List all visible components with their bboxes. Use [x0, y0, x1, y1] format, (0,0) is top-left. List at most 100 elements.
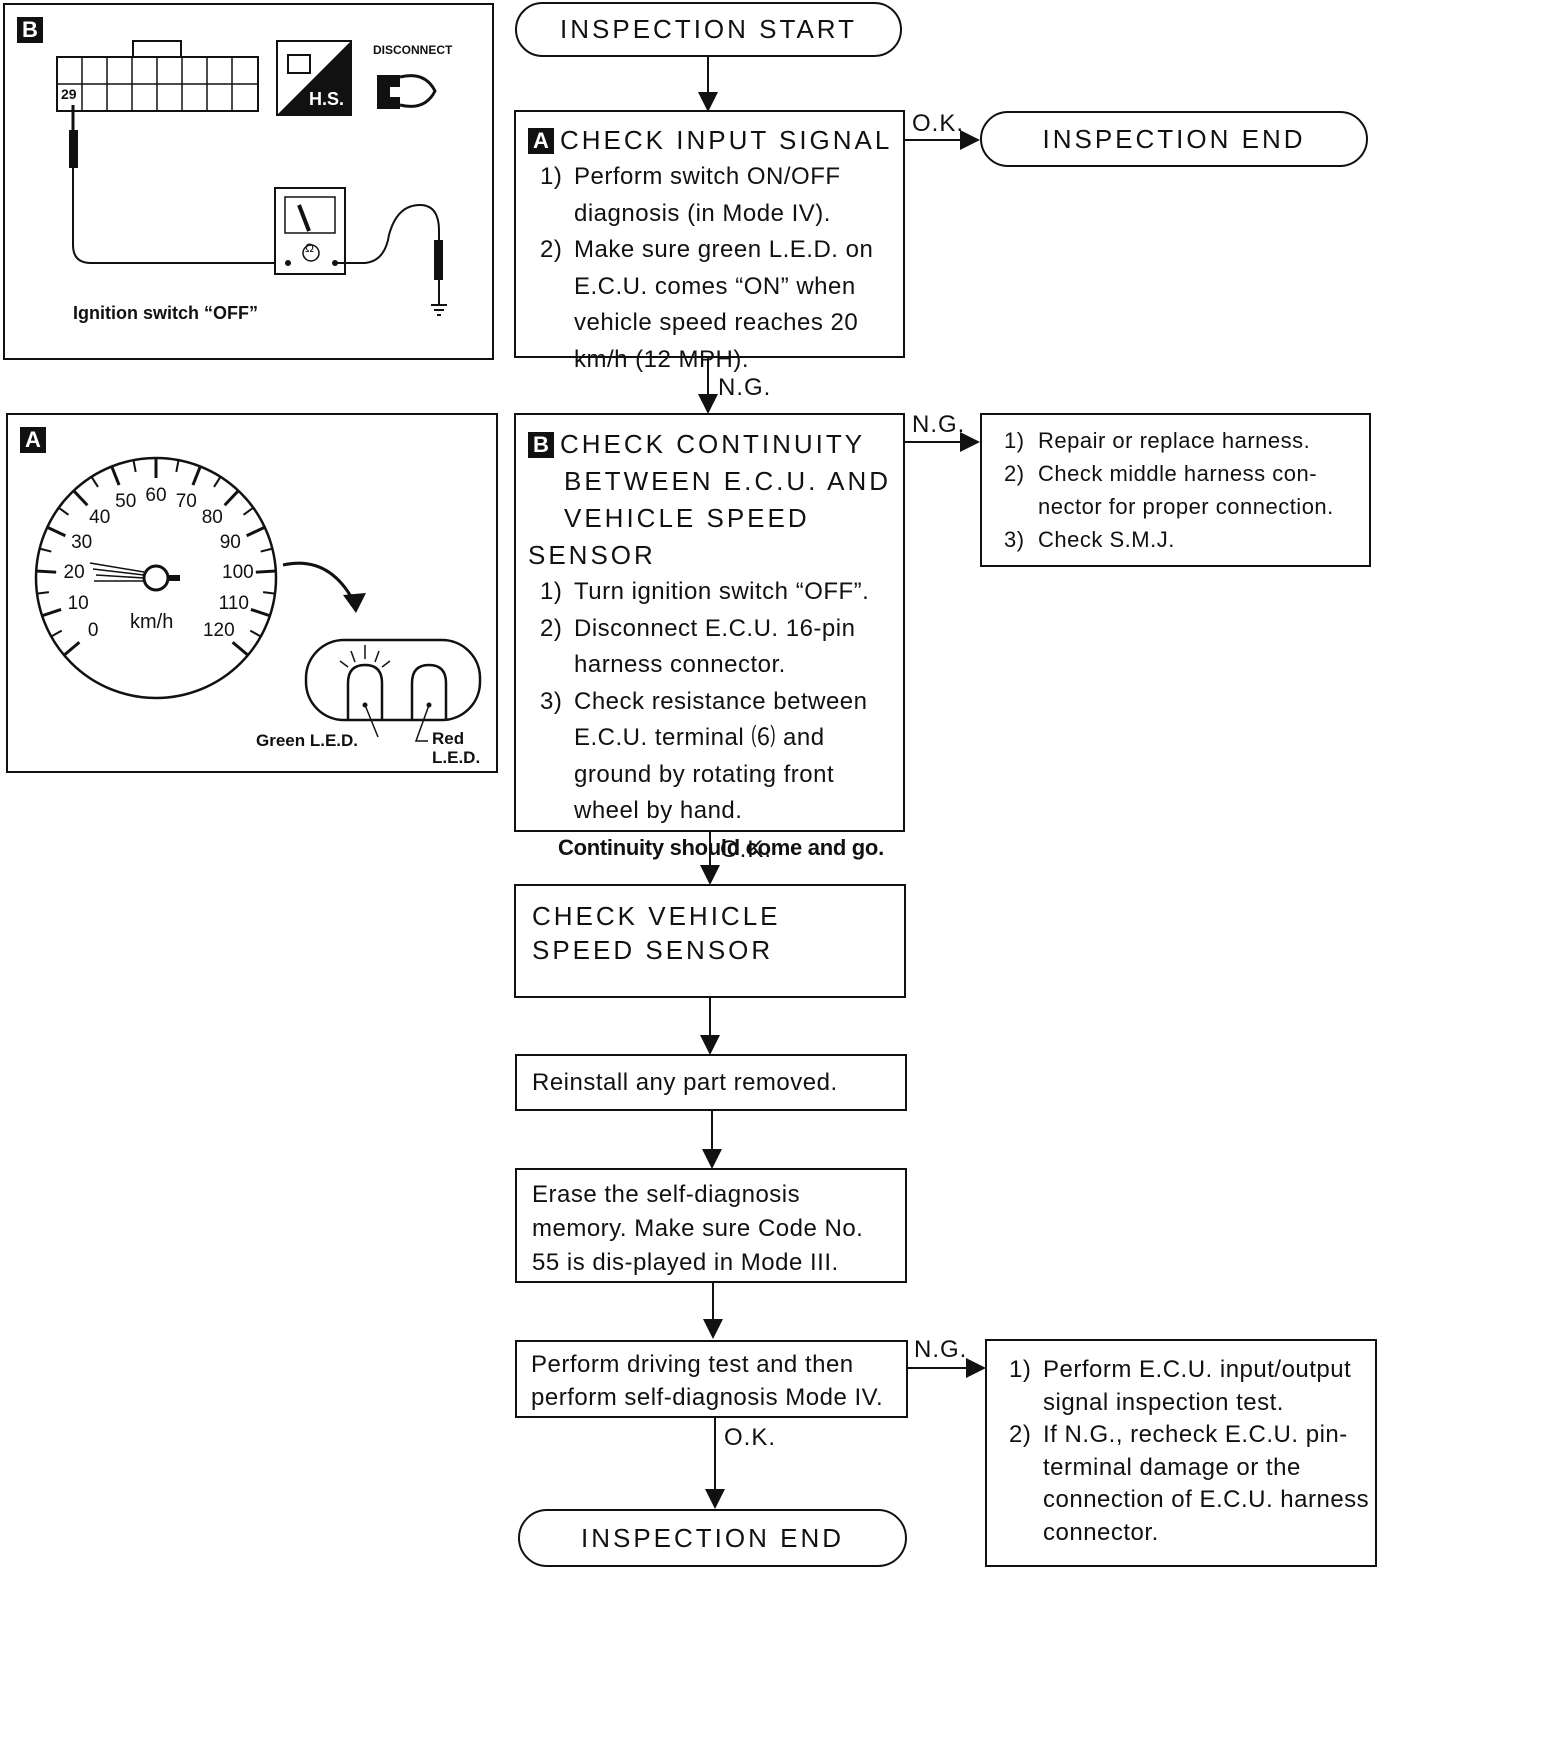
repair-item-number: 1): [1004, 428, 1025, 453]
repair-item: 3)Check S.M.J.: [992, 523, 1367, 556]
speed-numeral: 80: [201, 507, 223, 529]
hs-icon: H.S.: [309, 89, 345, 109]
step-b-item-number: 3): [540, 687, 563, 715]
final-ng-list: 1) Perform E.C.U. input/output signal ins…: [997, 1354, 1371, 1549]
connector-pin-label: 29: [61, 86, 77, 102]
label-ok-a: O.K.: [912, 110, 965, 137]
panel-a-tag: A: [20, 427, 46, 453]
repair-item: 2) Check middle harness con-nector for pr…: [992, 457, 1367, 523]
step-b-item-text: Check resistance between E.C.U. terminal…: [574, 687, 868, 825]
minor-tick: [39, 547, 52, 553]
erase-memory-box: Erase the self-diagnosis memory. Make su…: [515, 1168, 907, 1283]
final-ng-item-number: 2): [1009, 1421, 1032, 1448]
speedometer-ticks: [36, 458, 276, 657]
inspection-end-bottom: INSPECTION END: [518, 1509, 907, 1567]
check-vehicle-speed-sensor: CHECK VEHICLE SPEED SENSOR: [514, 884, 906, 998]
step-b-item-number: 1): [540, 578, 563, 605]
minor-tick: [36, 591, 50, 595]
minor-tick: [175, 459, 180, 473]
repair-harness-box: 1) Repair or replace harness. 2) Check mid…: [980, 413, 1371, 567]
red-led-label-2: L.E.D.: [432, 748, 481, 767]
check-sensor-text: CHECK VEHICLE SPEED SENSOR: [532, 901, 781, 965]
step-b-item: 2)Disconnect E.C.U. 16-pin harness conne…: [528, 611, 880, 684]
minor-tick: [242, 506, 254, 516]
major-tick: [250, 608, 271, 618]
repair-item-number: 2): [1004, 461, 1025, 486]
minor-tick: [50, 629, 63, 638]
final-ng-item: 1) Perform E.C.U. input/output signal ins…: [997, 1354, 1371, 1419]
repair-item-text: Repair or replace harness.: [1038, 428, 1311, 453]
step-a-title: CHECK INPUT SIGNAL: [560, 125, 893, 155]
major-tick: [191, 465, 202, 486]
inspection-end-top-label: INSPECTION END: [1042, 123, 1306, 154]
major-tick: [36, 569, 57, 574]
repair-item: 1) Repair or replace harness.: [992, 424, 1367, 457]
speed-numeral: 40: [89, 507, 111, 529]
step-a-item: 2) Make sure green L.E.D. on E.C.U. comes…: [528, 232, 888, 378]
major-tick: [223, 489, 240, 507]
reinstall-text: Reinstall any part removed.: [532, 1069, 838, 1096]
step-a-item-text: Perform switch ON/OFF diagnosis (in Mode…: [574, 163, 841, 227]
major-tick: [110, 465, 121, 486]
driving-text: Perform driving test and then perform se…: [531, 1351, 884, 1411]
step-b-item-text: Disconnect E.C.U. 16-pin harness connect…: [574, 614, 856, 679]
major-tick: [63, 641, 81, 657]
illustration-panel-b: B 29 H.S. DIS: [3, 3, 494, 360]
step-b-list: 1) Turn ignition switch “OFF”. 2)Disconne…: [528, 574, 880, 830]
green-led-label: Green L.E.D.: [256, 731, 359, 750]
minor-tick: [213, 476, 222, 488]
red-led-label: Red: [432, 729, 465, 748]
reinstall-box: Reinstall any part removed.: [515, 1054, 907, 1111]
speed-numeral: 20: [63, 562, 85, 584]
speed-numeral: 120: [202, 619, 235, 641]
speed-numeral: 30: [71, 532, 93, 554]
minor-tick: [249, 629, 262, 638]
speed-numeral: 110: [218, 592, 249, 614]
speed-unit-label: km/h: [130, 611, 174, 633]
speed-numeral: 50: [115, 490, 137, 512]
minor-tick: [90, 476, 99, 488]
erase-text: Erase the self-diagnosis memory. Make su…: [532, 1181, 864, 1276]
label-ng-a: N.G.: [718, 374, 772, 401]
step-a-list: 1) Perform switch ON/OFF diagnosis (in Mo…: [528, 159, 888, 378]
step-b-item: 1) Turn ignition switch “OFF”.: [528, 574, 880, 611]
step-b-title-1: CHECK CONTINUITY: [560, 429, 866, 459]
major-tick: [72, 489, 89, 507]
minor-tick: [262, 591, 276, 595]
label-ng-driving: N.G.: [914, 1336, 968, 1363]
minor-tick: [58, 506, 70, 516]
step-a-tag: A: [528, 128, 554, 154]
inspection-start-label: INSPECTION START: [560, 14, 857, 44]
step-b-title-2: BETWEEN E.C.U. AND: [564, 466, 892, 496]
step-b-item-text: Turn ignition switch “OFF”.: [574, 578, 870, 605]
final-ng-item-number: 1): [1009, 1356, 1032, 1383]
final-ng-item: 2)If N.G., recheck E.C.U. pin-terminal d…: [997, 1419, 1371, 1549]
major-tick: [41, 608, 62, 618]
minor-tick: [132, 459, 137, 473]
ecu-signal-inspection-box: 1) Perform E.C.U. input/output signal ins…: [985, 1339, 1377, 1567]
step-b-title-3: VEHICLE SPEED SENSOR: [528, 503, 810, 570]
step-b-item: 3) Check resistance between E.C.U. termin…: [528, 684, 880, 830]
step-a-item-number: 2): [540, 236, 563, 263]
final-ng-item-text: Perform E.C.U. input/output signal inspe…: [1043, 1356, 1352, 1416]
inspection-start: INSPECTION START: [515, 2, 902, 57]
speed-numeral: 10: [67, 592, 89, 614]
repair-item-text: Check middle harness con-nector for prop…: [1038, 461, 1334, 519]
minor-tick: [260, 547, 273, 553]
panel-b-tag: B: [17, 17, 43, 43]
major-tick: [255, 569, 276, 574]
step-a-item-text: Make sure green L.E.D. on E.C.U. comes “…: [574, 236, 874, 373]
inspection-end-top: INSPECTION END: [980, 111, 1368, 167]
ignition-caption: Ignition switch “OFF”: [73, 303, 258, 323]
step-a-item-number: 1): [540, 163, 563, 190]
step-b-note: Continuity should come and go.: [558, 834, 884, 860]
disconnect-icon-label: DISCONNECT: [373, 43, 453, 57]
major-tick: [245, 525, 266, 538]
speed-numeral: 100: [222, 562, 254, 584]
continuity-test-illustration: [56, 40, 447, 316]
